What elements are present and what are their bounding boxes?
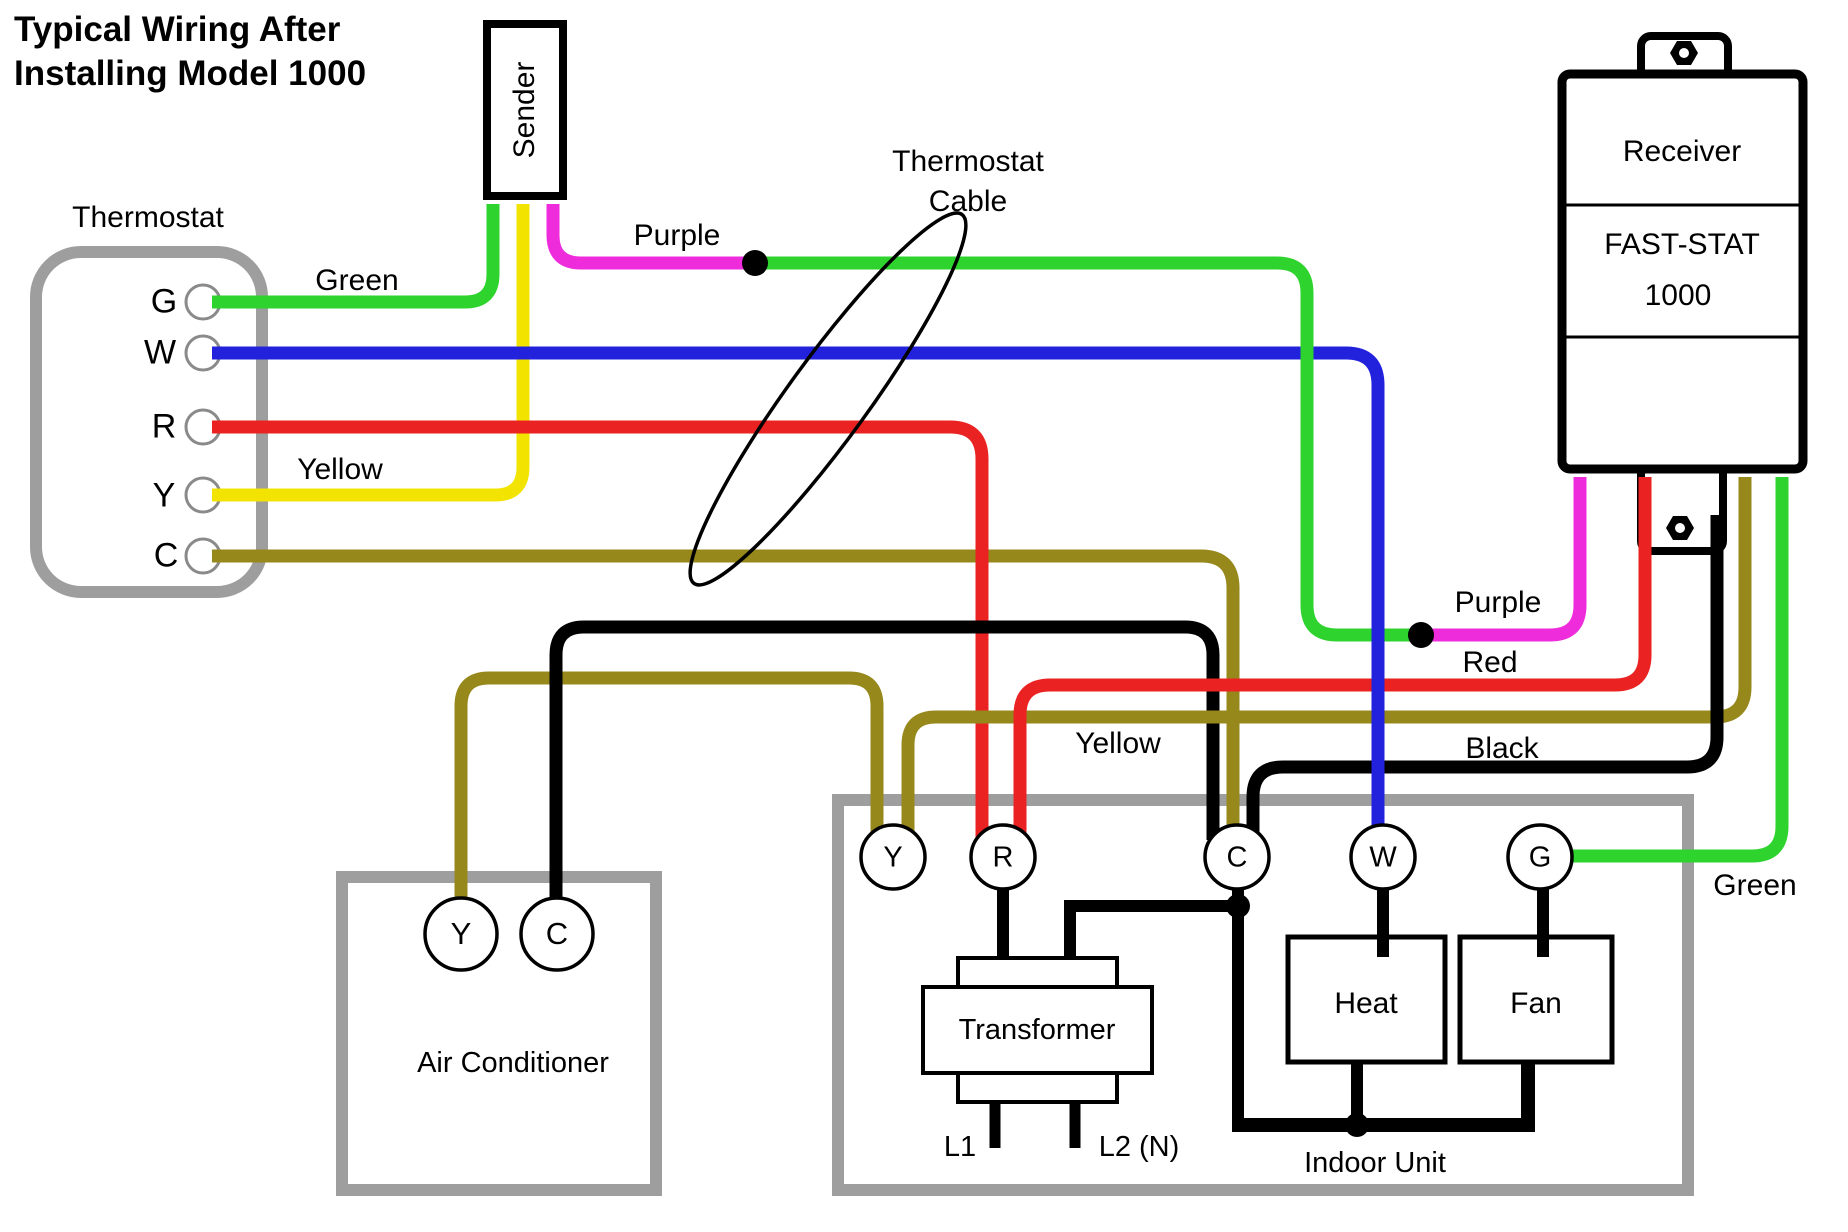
wire-label-black-right: Black xyxy=(1465,732,1539,765)
thermostat-terminal-label-g: G xyxy=(150,282,178,321)
indoor-terminal-y xyxy=(859,823,927,891)
wire-label-red-right: Red xyxy=(1462,646,1518,679)
indoor-terminal-w xyxy=(1349,823,1417,891)
cable-oval xyxy=(688,211,968,587)
wire-label-purple-top: Purple xyxy=(633,219,721,252)
wire-red-thermostat-r xyxy=(212,420,989,840)
wire-olive-thermostat-c xyxy=(212,549,1240,840)
indoor-terminal-label-c: C xyxy=(1226,841,1248,874)
wire-olive-ac-y xyxy=(454,671,884,903)
wire-common-bottom xyxy=(1232,1062,1535,1132)
wire-black-ac-c xyxy=(549,620,1220,903)
wire-green-receiver-to-g xyxy=(1572,477,1789,863)
indoor-terminal-label-w: W xyxy=(1369,841,1397,874)
indoor-terminal-label-r: R xyxy=(992,841,1014,874)
receiver-label: Receiver xyxy=(1622,135,1742,168)
transformer-body xyxy=(921,985,1154,1075)
bolt-hole xyxy=(1679,48,1689,58)
receiver-box xyxy=(1557,69,1808,474)
indoor-terminal-label-g: G xyxy=(1528,841,1552,874)
junction-dot xyxy=(1226,894,1250,918)
sender-box xyxy=(483,20,567,200)
wire-label-thermostat-cable: Thermostat Cable xyxy=(892,142,1044,222)
wire-black-receiver-to-c xyxy=(1246,515,1724,840)
thermostat-terminal-label-r: R xyxy=(151,407,177,446)
wire-yellow-receiver-to-y xyxy=(901,477,1752,840)
thermostat-terminal-label-c: C xyxy=(153,536,179,575)
fan-box xyxy=(1457,934,1615,1065)
wire-blue-w xyxy=(212,346,1385,840)
l1-label: L1 xyxy=(943,1131,977,1163)
receiver-brand: FAST-STAT xyxy=(1604,228,1760,261)
indoor-terminal-r xyxy=(969,823,1037,891)
wire-red-receiver-to-r xyxy=(1013,477,1652,840)
receiver-dividers xyxy=(1566,203,1799,339)
thermostat-terminal-label-y: Y xyxy=(152,476,176,515)
page-title: Typical Wiring After Installing Model 10… xyxy=(14,8,366,96)
wire-purple-sender xyxy=(546,204,755,270)
receiver-model: 1000 xyxy=(1644,279,1712,312)
wire-green-splice xyxy=(755,256,1421,642)
indoor-terminal-label-y: Y xyxy=(883,841,903,874)
heat-box xyxy=(1285,934,1448,1065)
bolt-hole xyxy=(1675,523,1685,533)
transformer-label: Transformer xyxy=(958,1014,1116,1046)
thermostat-label: Thermostat xyxy=(72,201,224,234)
air-conditioner-box xyxy=(336,871,662,1196)
indoor-unit-label: Indoor Unit xyxy=(1304,1147,1446,1179)
air-conditioner-label: Air Conditioner xyxy=(417,1047,609,1079)
splice-dot xyxy=(742,250,768,276)
ac-terminal-label-c: C xyxy=(545,916,569,951)
ac-terminal-label-y: Y xyxy=(450,916,472,951)
title-line1: Typical Wiring After xyxy=(14,10,341,49)
sender-label: Sender xyxy=(508,61,541,159)
wire-green-thermostat-to-sender xyxy=(212,204,500,309)
transformer-top-plate xyxy=(956,956,1119,989)
indoor-terminal-c xyxy=(1203,823,1271,891)
heat-label: Heat xyxy=(1334,987,1398,1020)
fan-label: Fan xyxy=(1510,987,1562,1020)
indoor-terminal-g xyxy=(1506,823,1574,891)
wire-label-yellow-center: Yellow xyxy=(1075,727,1161,760)
junction-dot xyxy=(1345,1113,1369,1137)
wire-label-yellow-left: Yellow xyxy=(297,453,383,486)
wire-label-green-top: Green xyxy=(315,264,399,297)
ac-terminal-y xyxy=(423,896,499,972)
wire-label-purple-right: Purple xyxy=(1454,586,1542,619)
thermostat-terminal-label-w: W xyxy=(143,333,177,372)
wire-label-green-bottom: Green xyxy=(1713,869,1797,902)
splice-dot xyxy=(1408,622,1434,648)
transformer-bottom-plate xyxy=(956,1071,1119,1104)
wire-yellow-thermostat-to-sender xyxy=(212,204,530,502)
wire-purple-receiver xyxy=(1421,477,1587,642)
title-line2: Installing Model 1000 xyxy=(14,54,367,93)
cable-label-line2: Cable xyxy=(928,185,1008,218)
l2-label: L2 (N) xyxy=(1098,1131,1180,1163)
ac-terminal-c xyxy=(519,896,595,972)
cable-label-line1: Thermostat xyxy=(892,145,1044,178)
wire-c-to-transformer xyxy=(1064,900,1238,962)
